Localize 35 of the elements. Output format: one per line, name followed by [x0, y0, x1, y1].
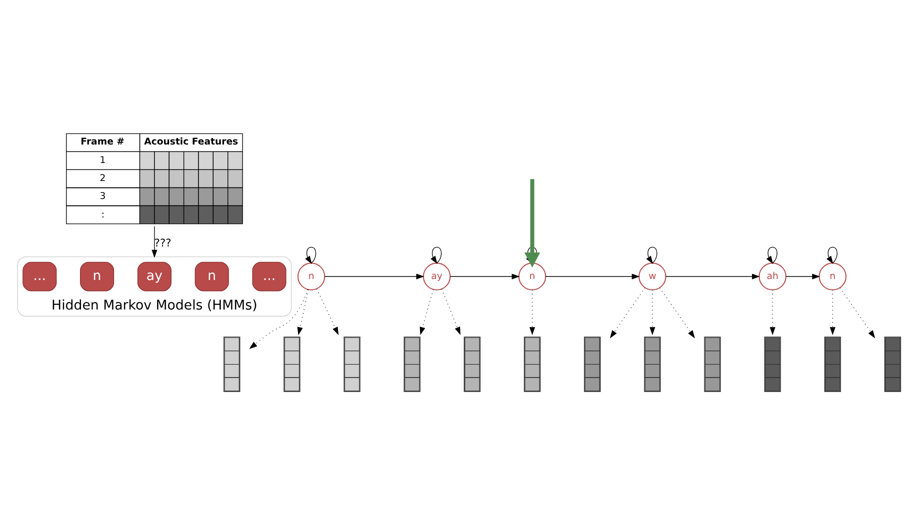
arrow [528, 289, 535, 335]
arrow [829, 289, 835, 335]
arrow [449, 273, 520, 279]
node-box: n [80, 261, 114, 291]
arrow [430, 246, 442, 264]
arrow [248, 288, 308, 349]
arrow [316, 288, 338, 335]
arrow [839, 286, 875, 338]
arrow [766, 246, 777, 264]
node-circle: ah [758, 262, 786, 290]
arrow [826, 246, 837, 264]
arrow [658, 286, 694, 338]
node-circle: n [296, 262, 325, 290]
arrow [440, 288, 460, 335]
node-circle: w [638, 262, 666, 290]
node-box: n [194, 261, 228, 291]
node-box: ... [22, 261, 56, 291]
arrow [304, 246, 316, 264]
arrow [649, 289, 655, 335]
arrow [769, 289, 775, 335]
arrow [609, 286, 645, 338]
arrow [664, 273, 760, 279]
node-box: ay [136, 261, 171, 291]
arrow [544, 273, 640, 279]
node-box: ... [252, 261, 286, 291]
arrow [151, 225, 157, 258]
arrow [646, 246, 657, 264]
arrow [785, 273, 820, 279]
node-circle: n [818, 262, 846, 290]
edge-label: ??? [154, 236, 171, 250]
arrow [296, 288, 308, 335]
arrow [419, 288, 434, 335]
node-circle: n [518, 262, 546, 290]
arrow [324, 273, 424, 279]
node-circle: ay [422, 262, 450, 290]
